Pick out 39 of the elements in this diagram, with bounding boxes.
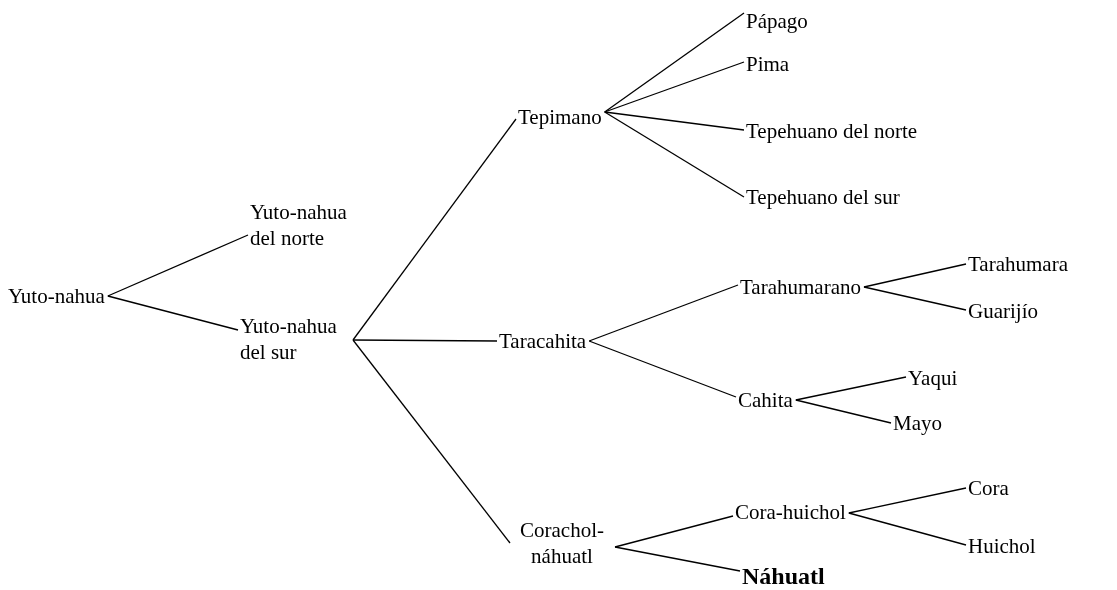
language-label: Tepehuano del sur (746, 183, 900, 211)
language-label: Huichol (968, 532, 1036, 560)
branch-line (863, 263, 967, 288)
branch-line (614, 546, 741, 572)
branch-line (604, 111, 745, 131)
branch-line (352, 339, 511, 544)
language-label: Yuto-nahua del sur (240, 312, 350, 366)
branch-line (848, 487, 967, 514)
branch-line (604, 61, 745, 113)
language-label: Guarijío (968, 297, 1038, 325)
language-label: Tepimano (518, 103, 602, 131)
language-label: Cahita (738, 386, 793, 414)
branch-line (863, 286, 967, 311)
branch-line (107, 234, 249, 297)
branch-line (795, 399, 892, 424)
language-label: Tepehuano del norte (746, 117, 918, 145)
language-label: Náhuatl (742, 561, 825, 590)
language-label: Mayo (893, 409, 942, 437)
branch-line (352, 118, 517, 341)
language-label: Pápago (746, 7, 808, 35)
language-label: Corachol-náhuatl (512, 516, 612, 570)
language-label: Tarahumara (968, 250, 1068, 278)
branch-line (588, 284, 739, 342)
branch-line (604, 111, 745, 198)
branch-line (107, 295, 239, 331)
branch-line (352, 339, 498, 342)
branch-line (588, 340, 737, 398)
branch-line (614, 515, 734, 548)
branch-line (604, 12, 745, 113)
language-label: Cora-huichol (735, 498, 846, 526)
language-label: Tarahumarano (740, 273, 861, 301)
language-label: Yuto-nahua del norte (250, 198, 360, 252)
language-label: Cora (968, 474, 1009, 502)
branch-line (848, 512, 967, 546)
language-label: Yaqui (908, 364, 958, 392)
language-label: Yuto-nahua (8, 282, 105, 310)
language-label: Pima (746, 50, 790, 78)
branch-line (795, 376, 907, 401)
language-label: Taracahita (499, 327, 587, 355)
